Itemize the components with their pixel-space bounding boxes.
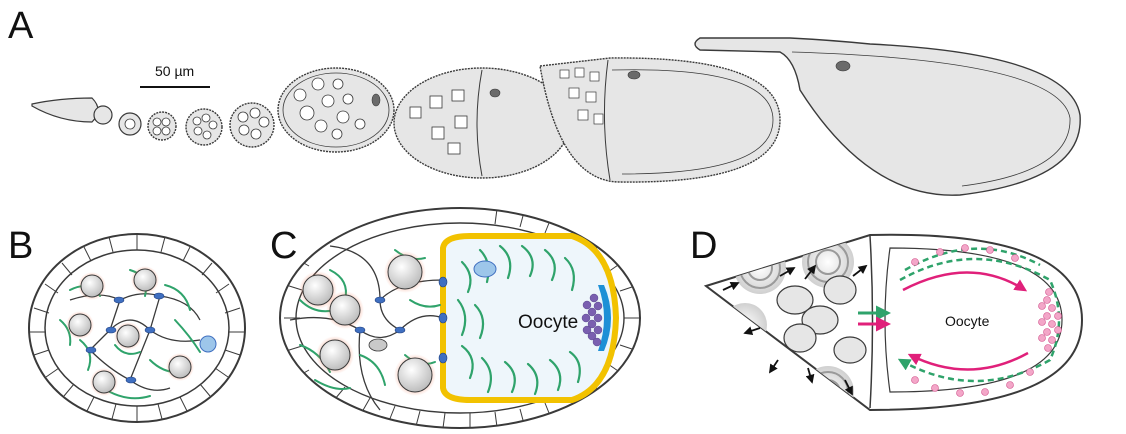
egg-chamber-stage-9 [540,58,780,182]
oocyte-label: Oocyte [518,312,578,333]
panel-d-label: D [690,225,717,267]
panel-d: D [690,225,1082,418]
panel-c: C Oocyte [270,208,640,428]
oocyte-nucleus-b [200,336,216,352]
scale-bar: 50 µm [140,63,210,87]
egg-chamber-stage-4 [230,103,274,147]
panel-a: A 50 µm [8,5,1080,195]
panel-c-label: C [270,225,297,267]
egg-chamber-stage-3 [186,109,222,145]
egg-chamber-stage-2 [148,112,176,140]
panel-b: B [8,225,245,422]
panel-a-label: A [8,5,34,47]
panel-b-label: B [8,225,33,267]
germarium [32,98,141,135]
oocyte-label: Oocyte [945,313,990,329]
oocyte-nucleus [474,261,496,277]
egg-chamber-stage-5 [278,68,394,152]
scale-bar-label: 50 µm [155,63,194,79]
small-nucleus [369,339,387,351]
